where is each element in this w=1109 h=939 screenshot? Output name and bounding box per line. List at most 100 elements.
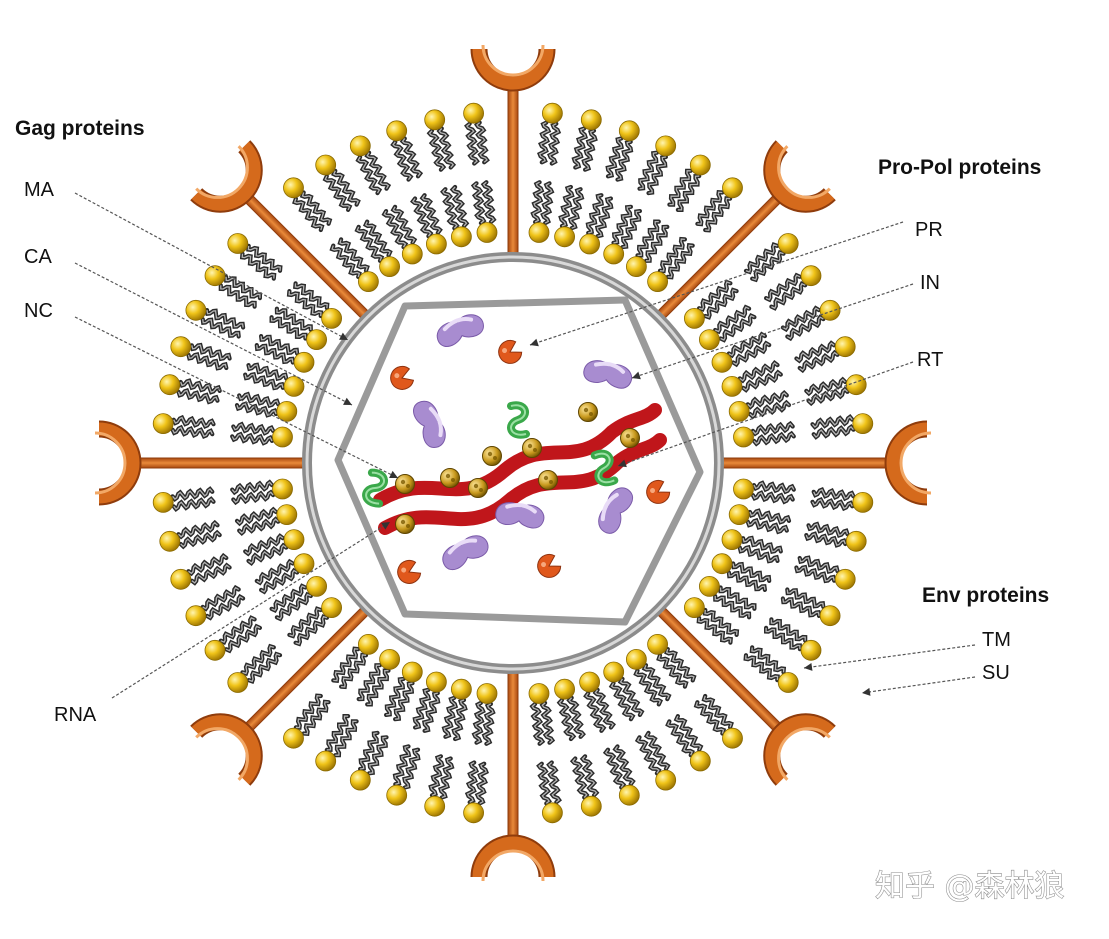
- lipid-molecule: [315, 649, 401, 772]
- nc-protein: [522, 438, 542, 458]
- leader-su: [861, 676, 976, 694]
- lipid-molecule: [170, 529, 305, 590]
- lipid-molecule: [626, 649, 711, 772]
- leader-rt: [617, 361, 914, 467]
- pr-protein: [498, 339, 523, 364]
- rt-protein: [413, 400, 446, 448]
- lipid-molecule: [227, 233, 343, 329]
- lipid-molecule: [152, 413, 293, 448]
- pro-pol-proteins-title: Pro-Pol proteins: [878, 156, 1041, 179]
- leader-lines: [74, 192, 976, 699]
- label-pr: PR: [915, 219, 943, 241]
- label-nc: NC: [24, 300, 53, 322]
- pr-protein: [537, 553, 562, 578]
- lipid-molecule: [349, 661, 423, 791]
- lipid-molecule: [159, 504, 298, 552]
- env-spike: [720, 420, 932, 506]
- nc-protein: [440, 468, 460, 488]
- label-rna: RNA: [54, 704, 97, 726]
- lipid-molecule: [204, 576, 328, 661]
- env-spike: [94, 420, 306, 506]
- lipid-molecule: [721, 529, 856, 590]
- env-spike: [655, 140, 836, 321]
- pr-protein: [646, 479, 671, 504]
- env-spike: [190, 605, 371, 786]
- env-proteins-title: Env proteins: [922, 584, 1049, 607]
- lipid-molecule: [711, 299, 841, 373]
- leader-arrowhead: [343, 397, 352, 405]
- lipid-molecule: [528, 683, 563, 824]
- env-spike: [655, 605, 836, 786]
- leader-ma: [74, 192, 349, 341]
- lipid-molecule: [283, 177, 379, 293]
- reverse-transcriptase-proteins: [413, 314, 634, 571]
- nc-protein: [578, 402, 598, 422]
- lipid-molecule: [386, 120, 447, 255]
- lipid-molecule: [554, 109, 602, 248]
- lipid-molecule: [463, 102, 498, 243]
- nc-protein: [620, 428, 640, 448]
- env-spikes: [94, 44, 932, 882]
- lipid-molecule: [463, 683, 498, 824]
- rt-protein: [436, 314, 484, 347]
- lipid-molecule: [626, 154, 711, 278]
- rt-protein: [583, 360, 633, 389]
- lipid-molecule: [647, 634, 743, 749]
- nc-protein: [538, 470, 558, 490]
- lipid-molecule: [386, 671, 447, 806]
- label-su: SU: [982, 662, 1010, 684]
- lipid-molecule: [728, 374, 867, 422]
- protease-proteins: [390, 339, 671, 584]
- label-ma: MA: [24, 179, 55, 201]
- in-protein: [507, 401, 530, 439]
- leader-in: [631, 283, 914, 379]
- label-rt: RT: [917, 349, 943, 371]
- in-protein: [590, 449, 619, 487]
- rt-protein: [598, 487, 634, 534]
- lipid-molecule: [159, 374, 298, 422]
- lipid-molecule: [711, 553, 841, 627]
- leader-arrowhead: [389, 470, 398, 479]
- lipid-molecule: [170, 336, 305, 397]
- label-in: IN: [920, 272, 940, 294]
- rt-protein: [495, 502, 545, 529]
- lipid-molecule: [728, 504, 867, 552]
- pr-protein: [390, 365, 415, 390]
- lipid-molecule: [733, 413, 874, 448]
- leader-arrowhead: [381, 522, 390, 530]
- lipid-molecule: [603, 661, 677, 791]
- in-protein: [362, 468, 388, 508]
- lipid-molecule: [554, 678, 602, 817]
- lipid-molecule: [684, 597, 799, 693]
- lipid-molecule: [579, 120, 640, 255]
- lipid-molecule: [699, 265, 822, 351]
- leader-pr: [529, 221, 904, 346]
- lipid-molecule: [204, 265, 328, 351]
- lipid-molecule: [424, 109, 472, 248]
- env-spike: [190, 140, 371, 321]
- lipid-molecule: [349, 135, 423, 265]
- nucleocapsid-proteins: [395, 402, 640, 534]
- lipid-molecule: [528, 102, 563, 243]
- lipid-molecule: [603, 135, 677, 265]
- integrase-proteins: [362, 401, 619, 508]
- leader-arrowhead: [632, 371, 641, 380]
- lipid-molecule: [647, 177, 743, 293]
- lipid-molecule: [579, 671, 640, 806]
- lipid-bilayer: [152, 102, 874, 824]
- nc-protein: [395, 474, 415, 494]
- lipid-molecule: [684, 233, 799, 329]
- pr-protein: [397, 559, 422, 584]
- nc-protein: [482, 446, 502, 466]
- matrix-shell-highlight: [305, 255, 721, 671]
- env-spike: [470, 670, 556, 882]
- leader-arrowhead: [530, 338, 539, 347]
- leader-arrowhead: [618, 459, 627, 468]
- nc-protein: [395, 514, 415, 534]
- label-ca: CA: [24, 246, 52, 268]
- lipid-molecule: [721, 336, 856, 397]
- leader-ca: [74, 262, 353, 406]
- lipid-molecule: [315, 154, 401, 278]
- lipid-molecule: [152, 478, 293, 513]
